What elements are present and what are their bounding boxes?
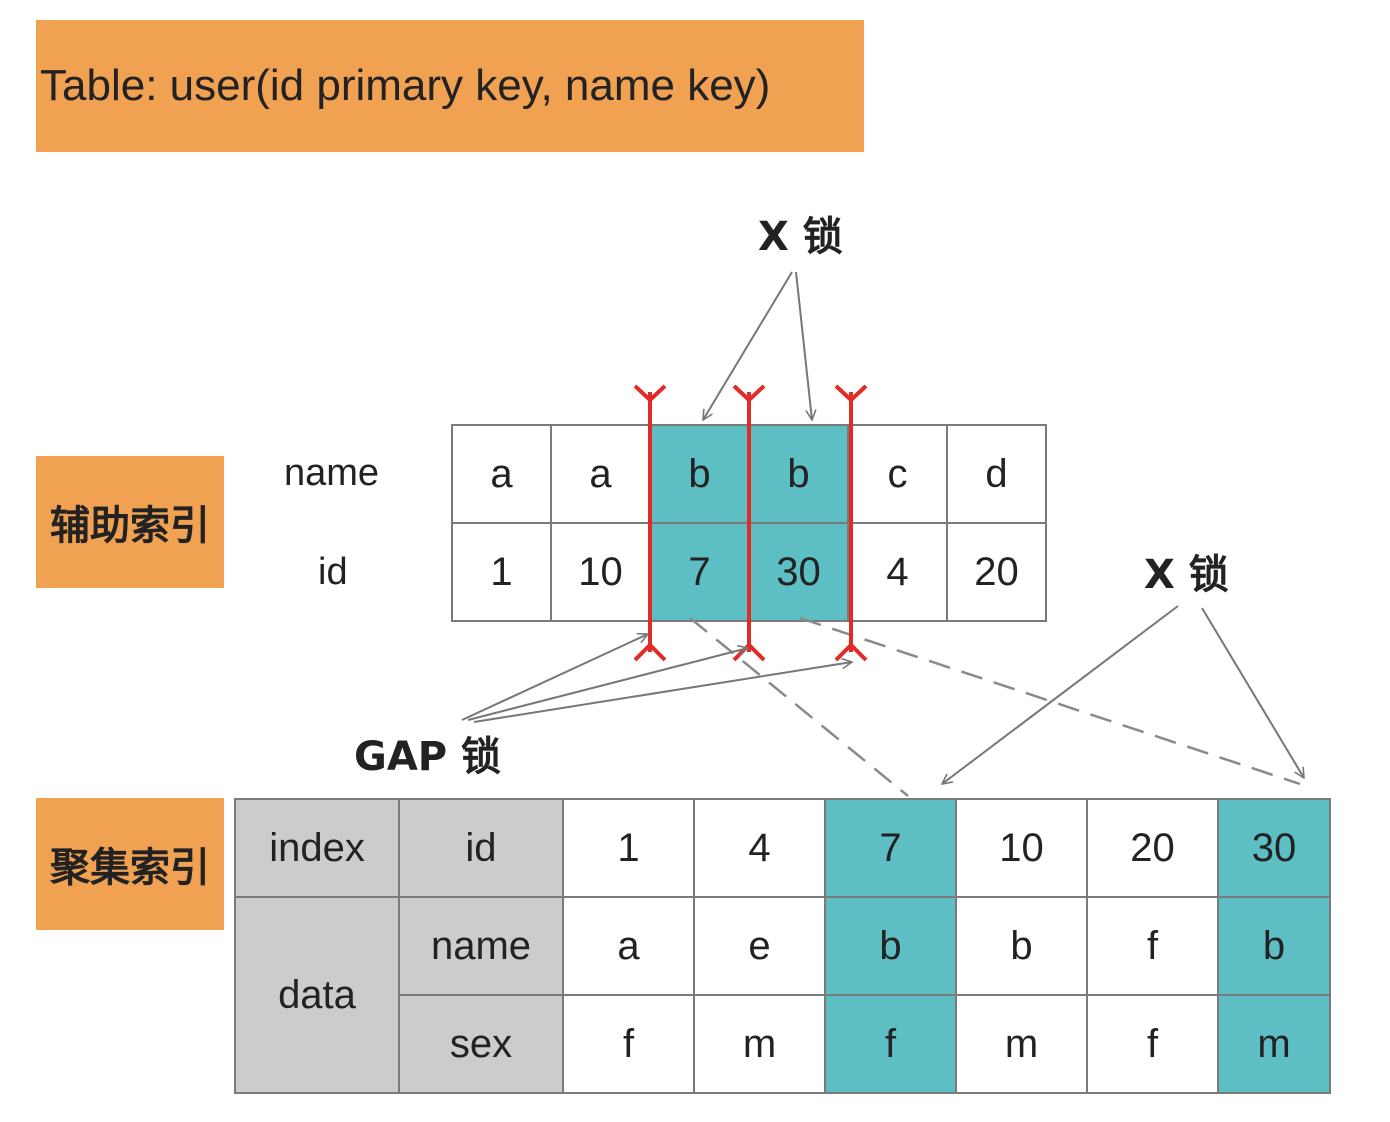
clustered-index-label-box: 聚集索引 xyxy=(36,798,224,930)
x-lock-right-arrow-left xyxy=(942,605,1179,784)
x-lock-top-arrow-left xyxy=(703,271,793,420)
secondary-id-cell: 30 xyxy=(748,522,849,622)
secondary-id-cell: 20 xyxy=(946,522,1047,622)
gap-line-2 xyxy=(732,384,766,662)
secondary-id-cell: 10 xyxy=(550,522,651,622)
x-lock-top-label: X 锁 xyxy=(758,214,843,260)
secondary-name-cell: b xyxy=(649,424,750,524)
secondary-id-row: 1 10 7 30 4 20 xyxy=(451,522,1047,622)
id-field-cell: id xyxy=(398,798,564,898)
clustered-sex-cell: m xyxy=(1217,994,1331,1094)
sex-field-cell: sex xyxy=(398,994,564,1094)
clustered-sex-row: sex f m f m f m xyxy=(235,994,1331,1094)
id-row-label: id xyxy=(318,551,348,593)
secondary-id-cell: 4 xyxy=(847,522,948,622)
secondary-index-label-box: 辅助索引 xyxy=(36,456,224,588)
gap-line-3 xyxy=(834,384,868,662)
clustered-name-cell: b xyxy=(955,896,1088,996)
clustered-sex-cell: f xyxy=(1086,994,1219,1094)
clustered-id-cell: 20 xyxy=(1086,798,1219,898)
secondary-name-row: a a b b c d xyxy=(451,424,1047,524)
table-title-box: Table: user(id primary key, name key) xyxy=(36,20,864,152)
clustered-id-cell: 4 xyxy=(693,798,826,898)
gap-lock-label: GAP 锁 xyxy=(354,734,501,780)
x-lock-right-arrow-right xyxy=(1201,607,1304,778)
secondary-name-cell: d xyxy=(946,424,1047,524)
clustered-id-row: index id 1 4 7 10 20 30 xyxy=(234,798,1331,898)
secondary-index-table: a a b b c d 1 10 7 30 4 20 xyxy=(451,424,1047,622)
x-lock-top-arrow-right xyxy=(795,271,812,420)
clustered-name-row: data name a e b b f b xyxy=(234,896,1331,1094)
mapping-line-id7 xyxy=(689,617,909,797)
gap-line-1 xyxy=(633,384,667,662)
clustered-name-cell: b xyxy=(1217,896,1331,996)
x-lock-right-label: X 锁 xyxy=(1144,552,1229,598)
mapping-line-id30 xyxy=(799,616,1301,786)
name-field-cell: name xyxy=(398,896,564,996)
clustered-sex-cell: f xyxy=(562,994,695,1094)
gap-lock-arrow-1 xyxy=(461,634,648,721)
clustered-sex-cell: m xyxy=(693,994,826,1094)
clustered-name-cell: e xyxy=(693,896,826,996)
secondary-name-cell: a xyxy=(451,424,552,524)
clustered-id-cell: 7 xyxy=(824,798,957,898)
clustered-id-cell: 1 xyxy=(562,798,695,898)
clustered-id-cell: 10 xyxy=(955,798,1088,898)
secondary-id-cell: 1 xyxy=(451,522,552,622)
clustered-name-cell: f xyxy=(1086,896,1219,996)
index-header-cell: index xyxy=(234,798,400,898)
secondary-name-cell: c xyxy=(847,424,948,524)
gap-lock-arrow-3 xyxy=(473,662,852,723)
name-row-label: name xyxy=(284,452,380,494)
clustered-name-cell: a xyxy=(562,896,695,996)
clustered-name-cell: b xyxy=(824,896,957,996)
table-title: Table: user(id primary key, name key) xyxy=(40,61,771,110)
secondary-name-cell: b xyxy=(748,424,849,524)
clustered-id-cell: 30 xyxy=(1217,798,1331,898)
clustered-sex-cell: m xyxy=(955,994,1088,1094)
clustered-index-label: 聚集索引 xyxy=(50,845,210,891)
clustered-sex-cell: f xyxy=(824,994,957,1094)
secondary-index-label: 辅助索引 xyxy=(50,503,210,549)
data-header-cell: data xyxy=(234,896,400,1094)
gap-lock-arrow-2 xyxy=(467,648,748,721)
clustered-index-table: index id 1 4 7 10 20 30 data name a e b … xyxy=(234,798,1331,1094)
